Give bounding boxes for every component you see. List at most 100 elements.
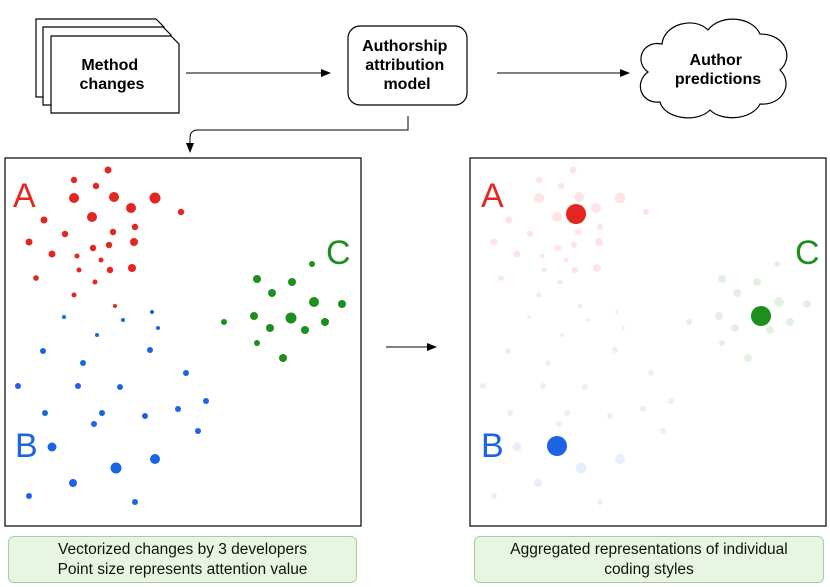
centroid-b (547, 436, 567, 456)
faded-point-b (612, 347, 618, 353)
model-label-line: Authorship (362, 38, 448, 55)
point-b (117, 384, 123, 390)
point-a (74, 253, 80, 259)
faded-point-b (575, 462, 587, 474)
faded-point-a (563, 257, 569, 263)
point-c (266, 324, 274, 332)
faded-point-b (582, 384, 588, 390)
faded-point-a (541, 267, 547, 273)
point-c (254, 340, 260, 346)
point-b (150, 310, 154, 314)
faded-point-b (564, 410, 570, 416)
caption-line: Vectorized changes by 3 developers (57, 540, 308, 558)
faded-point-a (570, 241, 578, 249)
faded-point-a (552, 212, 562, 222)
point-a (76, 267, 82, 273)
faded-point-b (586, 318, 590, 322)
faded-point-c (786, 318, 794, 326)
faded-point-a (534, 193, 544, 203)
point-a (113, 304, 117, 308)
faded-point-a (554, 244, 562, 252)
cluster-label-a-aggregate: A (481, 177, 504, 215)
faded-point-b (560, 333, 564, 337)
predictions-label-line: predictions (675, 71, 761, 88)
faded-point-b (556, 421, 562, 427)
arrow-model-to-embedding (186, 116, 409, 153)
point-a (92, 279, 98, 285)
caption-line: coding styles (604, 560, 694, 578)
point-c (279, 354, 287, 362)
cluster-label-a: A (13, 177, 36, 215)
caption-line: Point size represents attention value (57, 560, 308, 578)
point-b (203, 398, 209, 404)
point-a (87, 212, 97, 222)
faded-point-b (507, 410, 513, 416)
faded-point-b (621, 326, 625, 330)
point-b (183, 370, 189, 376)
faded-point-b (545, 360, 551, 366)
faded-point-a (539, 253, 545, 259)
point-a (131, 223, 139, 231)
point-a (71, 292, 77, 298)
faded-point-c (766, 326, 774, 334)
predictions-label-line: Author (690, 52, 742, 69)
faded-point-c (719, 340, 725, 346)
faded-point-b (607, 413, 613, 419)
faded-point-b (534, 479, 542, 487)
point-a (177, 208, 185, 216)
faded-point-c (803, 300, 811, 308)
point-b (69, 479, 77, 487)
caption-line: Aggregated representations of individual (510, 540, 788, 558)
faded-point-a (578, 304, 582, 308)
point-c (221, 319, 227, 325)
faded-point-c (715, 312, 723, 320)
point-b (156, 326, 160, 330)
point-b (175, 406, 181, 412)
point-a (130, 238, 138, 246)
faded-point-b (597, 499, 603, 505)
faded-point-a (490, 238, 498, 246)
point-a (104, 166, 112, 174)
author-predictions-node: Author predictions (639, 18, 788, 119)
attribution-model-node: Authorship attribution model (347, 25, 468, 106)
point-a (70, 176, 78, 184)
faded-point-a (642, 208, 650, 216)
faded-point-a (574, 228, 582, 236)
point-b (150, 454, 160, 464)
cluster-label-b-aggregate: B (481, 427, 504, 465)
point-b (80, 360, 86, 366)
point-c (338, 300, 346, 308)
faded-point-a (526, 230, 534, 238)
point-c (253, 275, 261, 283)
faded-point-b (491, 493, 497, 499)
faded-point-a (569, 166, 577, 174)
model-label-line: attribution (365, 57, 444, 74)
point-b (91, 421, 97, 427)
point-a (92, 182, 100, 190)
faded-point-a (505, 216, 513, 224)
point-b (62, 315, 66, 319)
point-b (121, 318, 125, 322)
point-b (142, 413, 148, 419)
faded-point-a (536, 292, 542, 298)
point-b (75, 383, 81, 389)
point-a (98, 257, 104, 263)
faded-point-a (591, 203, 601, 213)
point-a (48, 250, 56, 258)
faded-point-c (774, 261, 780, 267)
point-a (106, 266, 114, 274)
point-a (33, 275, 39, 281)
point-b (47, 442, 57, 452)
faded-point-c (718, 275, 726, 283)
centroid-c (751, 306, 771, 326)
document-icon (50, 35, 180, 114)
point-a (126, 203, 136, 213)
centroid-a (566, 204, 586, 224)
point-a (105, 241, 113, 249)
faded-point-b (527, 315, 531, 319)
faded-point-a (513, 250, 521, 258)
embedding-points (15, 166, 346, 505)
cluster-label-c-aggregate: C (795, 234, 820, 272)
method-changes-node: Method changes (35, 18, 180, 114)
faded-point-a (498, 275, 504, 281)
